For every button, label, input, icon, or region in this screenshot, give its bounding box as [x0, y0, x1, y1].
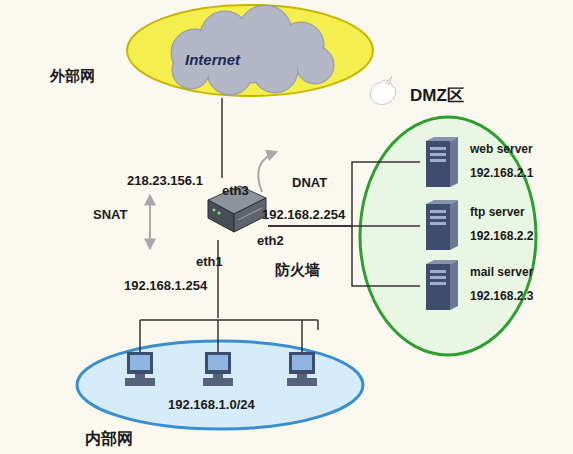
ip-address: 192.168.2.2 — [470, 230, 533, 243]
interface-name: eth1 — [196, 255, 223, 269]
network-link — [268, 225, 420, 227]
server-box: ftp server 192.168.2.2 — [420, 200, 532, 252]
server-box: web server 192.168.2.1 — [420, 137, 532, 189]
ip-address: 192.168.2.3 — [470, 290, 533, 303]
firewall-outline — [200, 178, 268, 240]
pc-wire — [301, 320, 303, 352]
blue-outline — [75, 318, 365, 430]
network-link — [268, 226, 420, 286]
pc-wire — [217, 320, 219, 352]
pc-icon — [287, 352, 317, 386]
subnet-address: 192.168.1.0/24 — [168, 398, 255, 412]
lan-zone: 192.168.1.0/24内部网 — [75, 318, 365, 430]
pc-wire — [317, 320, 319, 330]
network-link — [268, 162, 420, 226]
dnat-arrow — [258, 152, 276, 192]
server-name: web server — [470, 143, 533, 156]
ip-address: 192.168.2.1 — [470, 167, 533, 180]
firewall-device: 防火墙 — [200, 178, 268, 240]
ip-address: 192.168.1.254 — [124, 279, 207, 293]
cloud-outline — [125, 3, 375, 98]
zone-name: DMZ区 — [410, 87, 464, 106]
ip-address: 192.168.2.254 — [262, 208, 345, 222]
dmz-zone: DMZ区web server192.168.2.1ftp server192.1… — [358, 115, 538, 357]
server-name: mail server — [470, 266, 533, 279]
server-box: mail server 192.168.2.3 — [420, 260, 532, 312]
interface-name: eth2 — [257, 234, 284, 248]
network-link — [217, 240, 219, 318]
lan-bus — [140, 319, 318, 321]
zone-name: 外部网 — [50, 68, 95, 85]
dmz-icon — [370, 76, 395, 104]
device-name: 防火墙 — [275, 262, 320, 279]
internet-cloud: Internet外部网 — [125, 3, 375, 98]
pc-wire — [139, 320, 141, 352]
snat-arrow — [149, 196, 151, 248]
pc-icon — [125, 352, 155, 386]
pc-icon — [203, 352, 233, 386]
nat-label: DNAT — [292, 176, 327, 190]
node-title: Internet — [185, 52, 240, 69]
nat-label: SNAT — [93, 208, 127, 222]
network-link — [221, 98, 223, 178]
zone-name: 内部网 — [85, 430, 133, 448]
server-name: ftp server — [470, 206, 525, 219]
ip-address: 218.23.156.1 — [127, 174, 203, 188]
